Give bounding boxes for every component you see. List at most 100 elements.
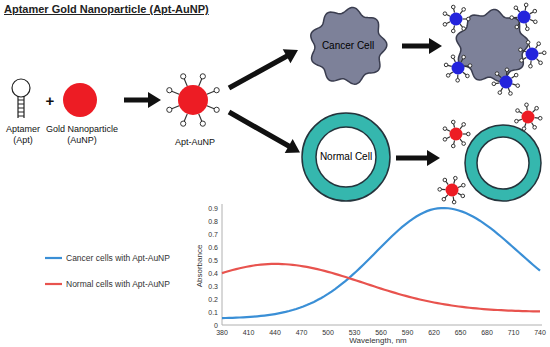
gold-nanoparticle xyxy=(446,184,459,197)
aptamer-loop xyxy=(466,74,470,78)
x-tick-label: 680 xyxy=(481,328,493,337)
aptamer-strand xyxy=(463,133,467,134)
aptamer-loop xyxy=(539,61,543,65)
aptamer-loop xyxy=(451,55,455,59)
node-label: Cancer Cell xyxy=(322,40,374,52)
aptamer-strand xyxy=(517,9,520,12)
aptamer-strand xyxy=(184,114,187,121)
aptamer-strand xyxy=(460,139,462,142)
nanoparticle-node: Gold Nanoparticle (AuNP) xyxy=(40,80,124,146)
aptamer-strand xyxy=(457,74,458,78)
normal-cell-node: Normal Cell xyxy=(300,112,392,202)
diagram-title: Aptamer Gold Nanoparticle (Apt-AuNP) xyxy=(4,2,209,16)
aptamer-loop xyxy=(515,25,519,29)
aptamer-strand xyxy=(463,72,466,75)
aptamer-strand xyxy=(534,117,538,119)
aptamer-strand xyxy=(538,52,542,54)
aptamer-loop xyxy=(492,82,496,86)
aptamer-loop xyxy=(200,74,205,79)
shape-graphic xyxy=(2,70,40,146)
y-tick-label: 0 xyxy=(214,321,218,330)
aptamer-loop xyxy=(533,9,537,13)
gold-nanoparticle xyxy=(452,62,465,75)
aptamer-strand xyxy=(464,65,468,67)
arrow-connector xyxy=(124,92,161,108)
aptamer-loop xyxy=(514,73,518,77)
x-tick-label: 620 xyxy=(428,328,440,337)
y-tick-label: 0.6 xyxy=(208,243,218,252)
aptamer-strand xyxy=(525,7,527,11)
gold-nanoparticle xyxy=(500,76,513,89)
normal-cell xyxy=(465,125,541,201)
node-label: Apt-AuNP xyxy=(163,137,227,148)
arrow xyxy=(402,38,442,54)
x-tick-label: 560 xyxy=(375,328,387,337)
aptamer-strand xyxy=(512,84,516,85)
aptamer-strand xyxy=(453,9,455,13)
aptamer-strand xyxy=(498,75,501,78)
aptamer-loop xyxy=(214,107,219,112)
aptamer-loop xyxy=(167,88,172,93)
aptamer-loop xyxy=(529,64,533,68)
aptamer-strand xyxy=(522,50,526,51)
aptamer-strand xyxy=(453,25,455,29)
aptamer-loop xyxy=(510,16,514,20)
cancer-cell-outline xyxy=(311,7,387,84)
aptamer-loop xyxy=(462,27,466,31)
normal-absorbance-curve xyxy=(222,264,540,312)
aptamer-loop xyxy=(467,132,471,136)
aptamer-strand xyxy=(448,65,452,66)
gold-nanoparticle xyxy=(450,13,463,26)
aptamer-loop xyxy=(454,176,458,180)
aptamer-loop xyxy=(525,103,529,107)
node-label: Aptamer (Apt) xyxy=(4,124,42,146)
aptamer-loop xyxy=(451,29,455,33)
normal-cell-ring xyxy=(302,113,390,201)
aptamer-strand xyxy=(537,59,540,62)
aptamer-strand xyxy=(525,123,526,127)
plus-sign: + xyxy=(46,92,55,109)
aptamer-strand xyxy=(530,12,534,14)
aptamer-strand xyxy=(518,22,520,25)
aptamer-loop xyxy=(520,59,524,63)
aptamer-loop xyxy=(498,91,502,95)
base-pair xyxy=(18,108,24,109)
x-tick-label: 650 xyxy=(455,328,467,337)
legend-text: Cancer cells with Apt-AuNP xyxy=(66,253,170,264)
aptamer-strand xyxy=(453,196,455,200)
aptamer-loop xyxy=(462,8,466,12)
aptamer-strand xyxy=(172,91,179,94)
aptamer-strand xyxy=(458,193,462,195)
base-pair xyxy=(18,100,24,101)
aptamer-strand xyxy=(446,181,448,184)
aptamer-loop xyxy=(514,6,518,10)
aptamer-strand xyxy=(447,14,451,16)
legend-line xyxy=(45,283,62,285)
aptamer-loop xyxy=(456,78,460,82)
aptamer-strand xyxy=(442,189,446,190)
y-axis xyxy=(222,204,223,325)
x-tick-label: 530 xyxy=(349,328,361,337)
aptamer-loop xyxy=(535,106,539,110)
aptamer-strand xyxy=(460,11,462,14)
aptamer-loop xyxy=(509,92,513,96)
aptamer-strand xyxy=(523,57,526,59)
aptamer-strand xyxy=(450,72,453,74)
gold-nanoparticle xyxy=(522,111,535,124)
aptamer-loop xyxy=(462,123,466,127)
cancer-cell xyxy=(456,9,528,81)
aptamer-strand xyxy=(445,195,448,198)
x-tick-label: 500 xyxy=(322,328,334,337)
y-tick-label: 0.9 xyxy=(208,204,218,213)
cancer-absorbance-curve xyxy=(222,208,540,318)
aptamer-loop xyxy=(519,48,523,52)
aptamer-strand xyxy=(447,129,451,131)
aptamer-loop xyxy=(442,197,446,201)
aptamer-loop xyxy=(438,188,442,192)
cancer-cell-node: Cancer Cell xyxy=(298,6,398,86)
aptamer-node: Aptamer (Apt) xyxy=(2,70,44,146)
y-tick-label: 0.4 xyxy=(208,269,218,278)
aptamer-strand xyxy=(447,137,451,139)
